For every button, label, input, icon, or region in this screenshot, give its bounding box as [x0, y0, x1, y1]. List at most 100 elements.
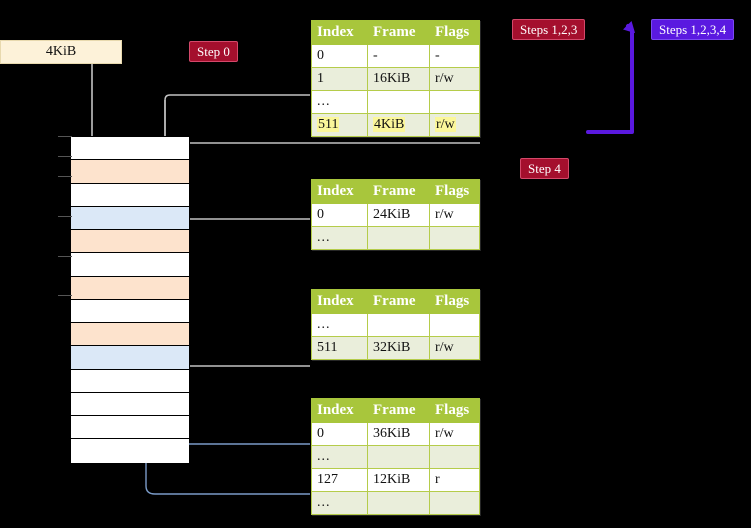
memory-size-label: 4KiB	[45, 44, 77, 59]
table-cell: r/w	[429, 336, 480, 360]
memory-tick	[58, 215, 72, 217]
table-cell	[367, 445, 430, 469]
table-row: 0--	[311, 44, 480, 68]
table-cell	[429, 226, 480, 250]
column-header-index: Index	[311, 289, 368, 314]
table-cell: 511	[311, 113, 368, 137]
memory-cell	[71, 206, 189, 230]
table-cell	[429, 491, 480, 515]
column-header-index: Index	[311, 398, 368, 423]
badge-steps-1-2-3-4-label: Steps 1,2,3,4	[659, 22, 727, 37]
table-row: ...	[311, 445, 480, 469]
badge-step-0-label: Step 0	[197, 44, 230, 59]
table-cell: 0	[311, 44, 368, 68]
memory-cell	[71, 230, 189, 254]
table-cell: 0	[311, 203, 368, 227]
table-cell: 127	[311, 468, 368, 492]
memory-column	[70, 136, 190, 463]
badge-steps-1-2-3: Steps 1,2,3	[512, 19, 586, 40]
badge-step-0: Step 0	[189, 41, 238, 62]
table-cell: r/w	[429, 67, 480, 91]
memory-tick	[58, 255, 72, 257]
table-cell: 1	[311, 67, 368, 91]
memory-cell	[71, 369, 189, 393]
table-cell: -	[429, 44, 480, 68]
table-row: ...	[311, 491, 480, 515]
column-header-flags: Flags	[429, 398, 480, 423]
memory-cell	[71, 183, 189, 207]
table-cell: ...	[311, 226, 368, 250]
memory-cell	[71, 439, 189, 463]
wire-t2-row0	[172, 218, 310, 253]
table-cell: 4KiB	[367, 113, 430, 137]
table-cell: r/w	[429, 203, 480, 227]
table-cell	[367, 90, 430, 114]
table-cell	[429, 90, 480, 114]
table-cell	[367, 313, 430, 337]
table-cell: ...	[311, 313, 368, 337]
table-cell	[367, 491, 430, 515]
table-cell: 0	[311, 422, 368, 446]
memory-size-box: 4KiB	[0, 40, 122, 64]
memory-cell	[71, 323, 189, 347]
memory-cell	[71, 276, 189, 300]
memory-tick	[58, 175, 72, 177]
table-cell: r	[429, 468, 480, 492]
wire-t4-row127	[145, 215, 310, 495]
memory-cell	[71, 416, 189, 440]
column-header-flags: Flags	[429, 179, 480, 204]
column-header-frame: Frame	[367, 289, 430, 314]
table-row: ...	[311, 226, 480, 250]
highlighted-value: 511	[317, 117, 340, 132]
table-row: 511 4KiB r/w	[311, 113, 480, 137]
table-cell: r/w	[429, 422, 480, 446]
highlighted-value: 4KiB	[373, 117, 406, 132]
column-header-flags: Flags	[429, 20, 480, 45]
memory-cell	[71, 346, 189, 370]
table-cell: -	[367, 44, 430, 68]
table-cell: 16KiB	[367, 67, 430, 91]
table-cell: r/w	[429, 113, 480, 137]
memory-cell	[71, 299, 189, 323]
badge-steps-1-2-3-4: Steps 1,2,3,4	[651, 19, 735, 40]
column-header-frame: Frame	[367, 20, 430, 45]
table-row: ...	[311, 313, 480, 337]
column-header-flags: Flags	[429, 289, 480, 314]
badge-step-4-label: Step 4	[528, 161, 561, 176]
table-cell	[429, 313, 480, 337]
memory-tick	[58, 295, 72, 297]
table-cell: 32KiB	[367, 336, 430, 360]
column-header-index: Index	[311, 20, 368, 45]
column-header-index: Index	[311, 179, 368, 204]
memory-cell	[71, 137, 189, 161]
memory-cell	[71, 253, 189, 277]
badge-steps-1-2-3-label: Steps 1,2,3	[520, 22, 578, 37]
table-cell: 12KiB	[367, 468, 430, 492]
table-cell: ...	[311, 445, 368, 469]
column-header-frame: Frame	[367, 179, 430, 204]
badge-step-4: Step 4	[520, 158, 569, 179]
memory-tick	[58, 155, 72, 157]
table-cell: ...	[311, 90, 368, 114]
memory-cell	[71, 392, 189, 416]
table-cell: 36KiB	[367, 422, 430, 446]
memory-cell	[71, 160, 189, 184]
table-cell	[429, 445, 480, 469]
table-cell	[367, 226, 430, 250]
table-cell: 24KiB	[367, 203, 430, 227]
highlighted-value: r/w	[435, 117, 456, 132]
table-cell: 511	[311, 336, 368, 360]
table-row: ...	[311, 90, 480, 114]
table-cell: ...	[311, 491, 368, 515]
column-header-frame: Frame	[367, 398, 430, 423]
wire-t3-row511	[178, 300, 310, 367]
